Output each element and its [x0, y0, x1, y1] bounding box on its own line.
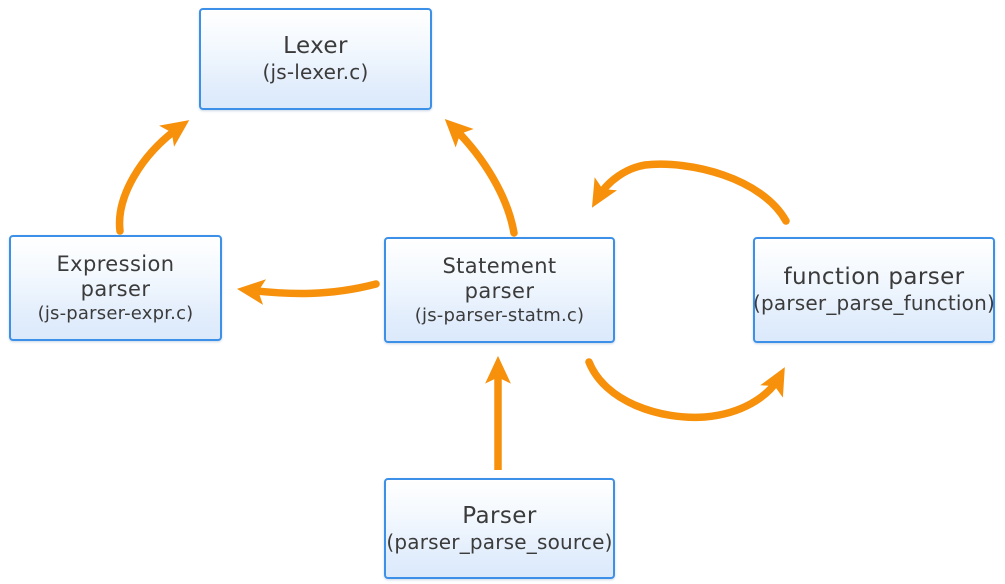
edge-statement-to-lexer: [444, 118, 518, 237]
node-statement-parser-subtitle: (js-parser-statm.c): [414, 304, 585, 326]
node-lexer-subtitle: (js-lexer.c): [262, 60, 369, 85]
node-expression-parser-subtitle: (js-parser-expr.c): [37, 302, 194, 324]
node-statement-parser-title: Statement parser: [442, 254, 557, 303]
edge-expr-to-lexer: [115, 120, 190, 235]
edge-statement-to-function: [585, 358, 785, 422]
edge-function-to-statement: [591, 160, 790, 225]
node-statement-parser[interactable]: Statement parser (js-parser-statm.c): [384, 237, 615, 343]
node-lexer-title: Lexer: [283, 33, 348, 60]
node-parser-subtitle: (parser_parse_source): [386, 529, 613, 554]
edge-statement-to-expr: [236, 279, 380, 305]
node-expression-parser-title: Expression parser: [56, 252, 175, 301]
node-parser-title: Parser: [462, 502, 537, 529]
node-function-parser[interactable]: function parser (parser_parse_function): [753, 237, 995, 343]
node-parser[interactable]: Parser (parser_parse_source): [384, 478, 615, 579]
node-function-parser-title: function parser: [783, 264, 965, 291]
node-lexer[interactable]: Lexer (js-lexer.c): [199, 8, 432, 110]
node-expression-parser[interactable]: Expression parser (js-parser-expr.c): [9, 235, 222, 341]
node-function-parser-subtitle: (parser_parse_function): [753, 291, 995, 316]
